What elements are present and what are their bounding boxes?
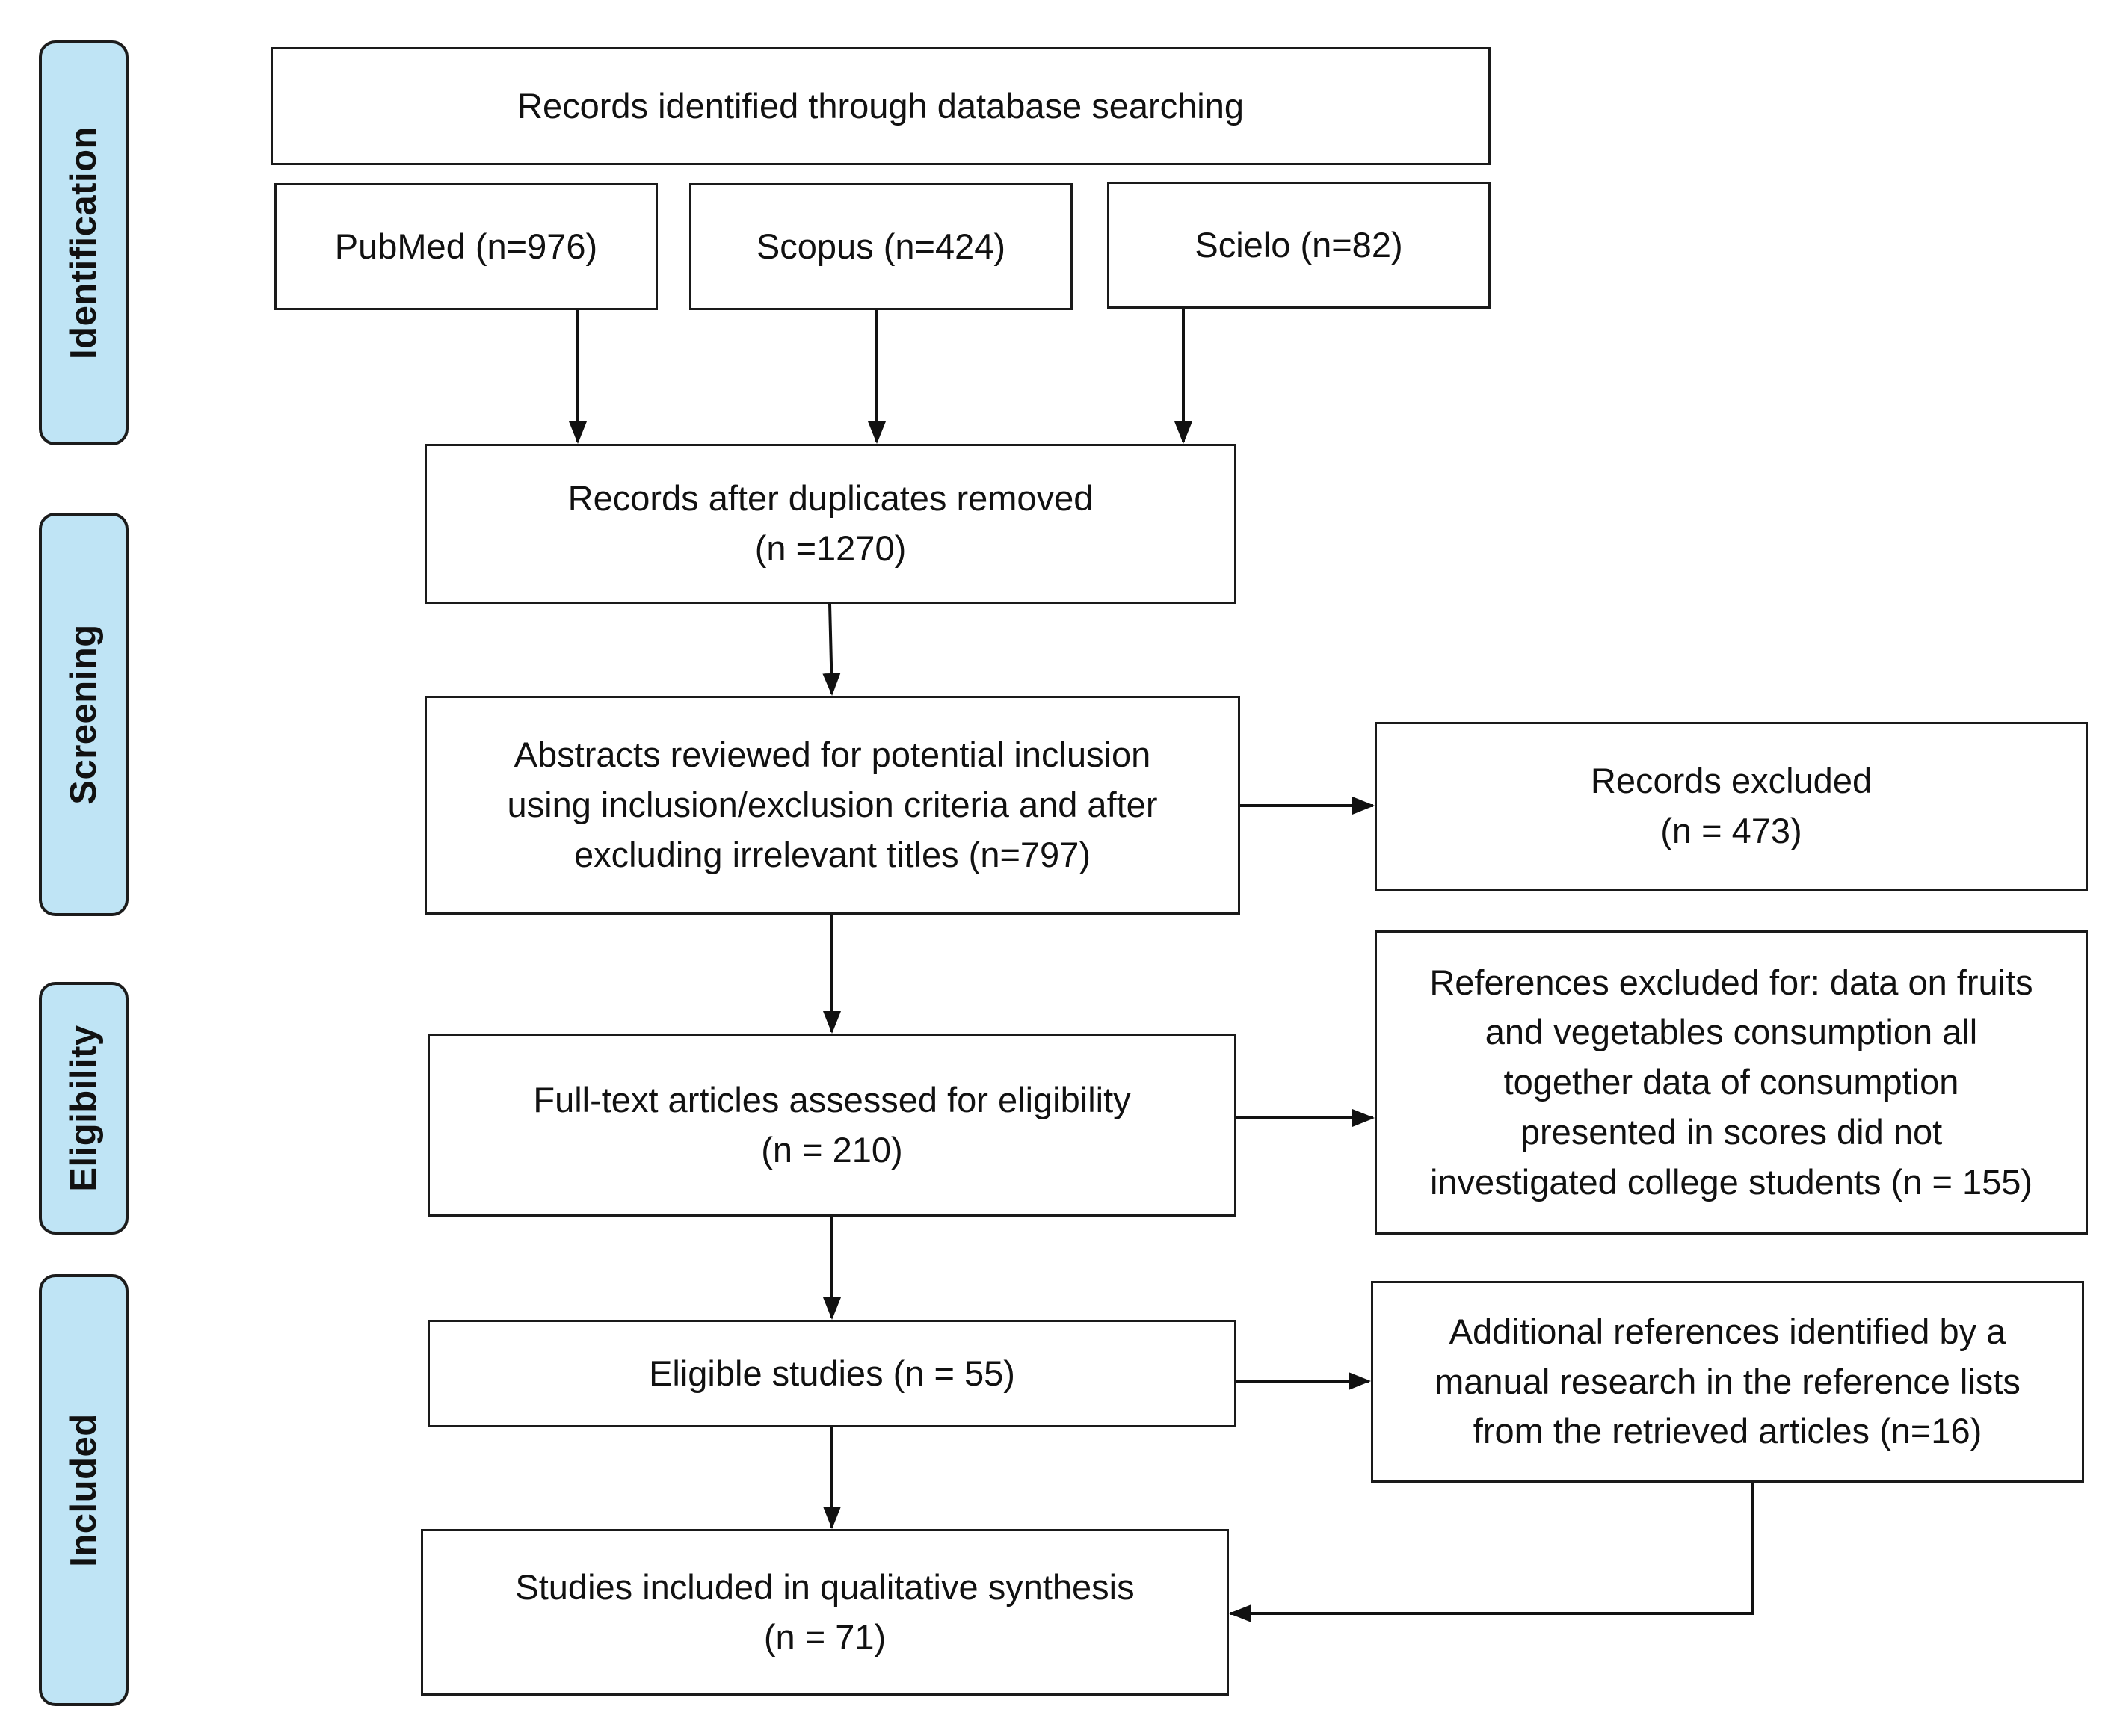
eligible-studies-box: Eligible studies (n = 55)	[428, 1320, 1236, 1427]
box-text-line: manual research in the reference lists	[1434, 1361, 2021, 1401]
additional-references-box: Additional references identified by a ma…	[1371, 1281, 2084, 1483]
arrow-duplicates-to-abstracts	[822, 603, 841, 696]
stage-included: Included	[39, 1274, 129, 1706]
box-text-line: using inclusion/exclusion criteria and a…	[507, 785, 1158, 825]
abstracts-reviewed-box: Abstracts reviewed for potential inclusi…	[425, 696, 1240, 915]
duplicates-removed-box: Records after duplicates removed (n =127…	[425, 444, 1236, 604]
box-text-line: investigated college students (n = 155)	[1429, 1161, 2033, 1202]
stage-screening: Screening	[39, 513, 129, 916]
scopus-box: Scopus (n=424)	[689, 183, 1073, 310]
box-text-line: (n = 71)	[763, 1616, 887, 1657]
scielo-box: Scielo (n=82)	[1107, 182, 1491, 309]
box-text-line: Eligible studies (n = 55)	[649, 1353, 1015, 1393]
box-text-line: presented in scores did not	[1520, 1111, 1943, 1152]
box-text-line: excluding irrelevant titles (n=797)	[573, 834, 1091, 874]
box-text-line: PubMed (n=976)	[334, 226, 598, 266]
box-text-line: (n =1270)	[754, 528, 907, 568]
box-text-line: Records after duplicates removed	[567, 478, 1094, 519]
box-text-line: Additional references identified by a	[1449, 1311, 2006, 1351]
box-text-line: Scielo (n=82)	[1195, 224, 1403, 265]
box-text-line: Records excluded	[1590, 761, 1873, 801]
box-text-line: Records identified through database sear…	[517, 85, 1244, 126]
stage-eligibility: Eligibility	[39, 982, 129, 1235]
box-text-line: from the retrieved articles (n=16)	[1473, 1411, 1982, 1451]
box-text-line: Abstracts reviewed for potential inclusi…	[514, 735, 1151, 775]
box-text-line: Scopus (n=424)	[756, 226, 1006, 266]
box-text-line: together data of consumption	[1503, 1062, 1959, 1102]
records-identified-box: Records identified through database sear…	[271, 47, 1491, 165]
box-text-line: Full-text articles assessed for eligibil…	[533, 1079, 1131, 1119]
stage-identification: Identification	[39, 40, 129, 445]
studies-included-box: Studies included in qualitative synthesi…	[421, 1529, 1229, 1696]
arrow-additional-to-included	[1229, 1483, 1754, 1622]
records-excluded-box: Records excluded (n = 473)	[1375, 722, 2088, 891]
box-text-line: (n = 473)	[1660, 811, 1802, 850]
box-text-line: (n = 210)	[761, 1129, 903, 1170]
full-text-box: Full-text articles assessed for eligibil…	[428, 1034, 1236, 1217]
box-text-line: and vegetables consumption all	[1485, 1012, 1978, 1052]
box-text-line: Studies included in qualitative synthesi…	[515, 1566, 1135, 1607]
references-excluded-box: References excluded for: data on fruits …	[1375, 930, 2088, 1235]
box-text-line: References excluded for: data on fruits	[1429, 962, 2033, 1002]
pubmed-box: PubMed (n=976)	[274, 183, 658, 310]
